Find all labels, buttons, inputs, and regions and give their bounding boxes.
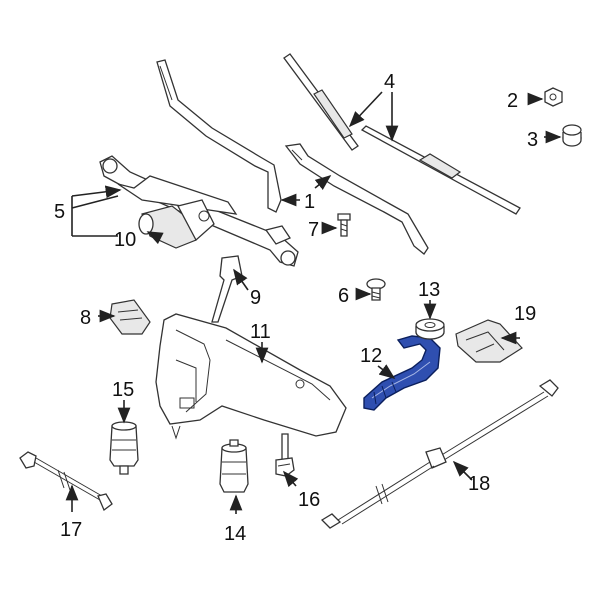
washer-reservoir xyxy=(155,313,347,440)
washer-pump-right xyxy=(219,439,249,493)
callout-18: 18 xyxy=(468,473,490,495)
wiper-motor xyxy=(138,199,215,249)
callout-16: 16 xyxy=(298,489,320,511)
callout-4: 4 xyxy=(384,71,395,93)
callout-19: 19 xyxy=(514,303,536,325)
callout-1: 1 xyxy=(304,191,315,213)
wiper-arm-left xyxy=(156,59,282,213)
bracket xyxy=(211,255,243,323)
callout-15: 15 xyxy=(112,379,134,401)
wiper-blade-left xyxy=(283,53,359,151)
filler-cap xyxy=(415,318,445,340)
callout-9: 9 xyxy=(250,287,261,309)
callout-11: 11 xyxy=(250,321,271,343)
washer-hose-right xyxy=(320,379,559,529)
leader-lines xyxy=(65,91,562,514)
callout-10: 10 xyxy=(114,229,136,251)
callout-7: 7 xyxy=(308,219,319,241)
callout-2: 2 xyxy=(507,90,518,112)
callout-12: 12 xyxy=(360,345,382,367)
pivot-cap xyxy=(562,124,582,147)
wiper-arm-right xyxy=(284,143,429,255)
callout-13: 13 xyxy=(418,279,440,301)
callout-14: 14 xyxy=(224,523,246,545)
mount-bracket xyxy=(455,319,523,363)
callout-3: 3 xyxy=(527,129,538,151)
level-sensor xyxy=(275,433,295,477)
screw xyxy=(366,278,386,301)
bolt xyxy=(337,213,351,237)
callout-8: 8 xyxy=(80,307,91,329)
washer-hose-left xyxy=(19,451,113,512)
callout-5: 5 xyxy=(54,201,65,223)
wiper-blade-right xyxy=(360,125,521,215)
callout-6: 6 xyxy=(338,285,349,307)
nut xyxy=(544,87,563,107)
callout-17: 17 xyxy=(60,519,82,541)
washer-pump-left xyxy=(109,421,139,475)
connector xyxy=(109,299,151,335)
callout-numbers: 1 2 3 4 5 6 7 8 9 10 11 12 13 14 15 16 1… xyxy=(54,71,538,545)
